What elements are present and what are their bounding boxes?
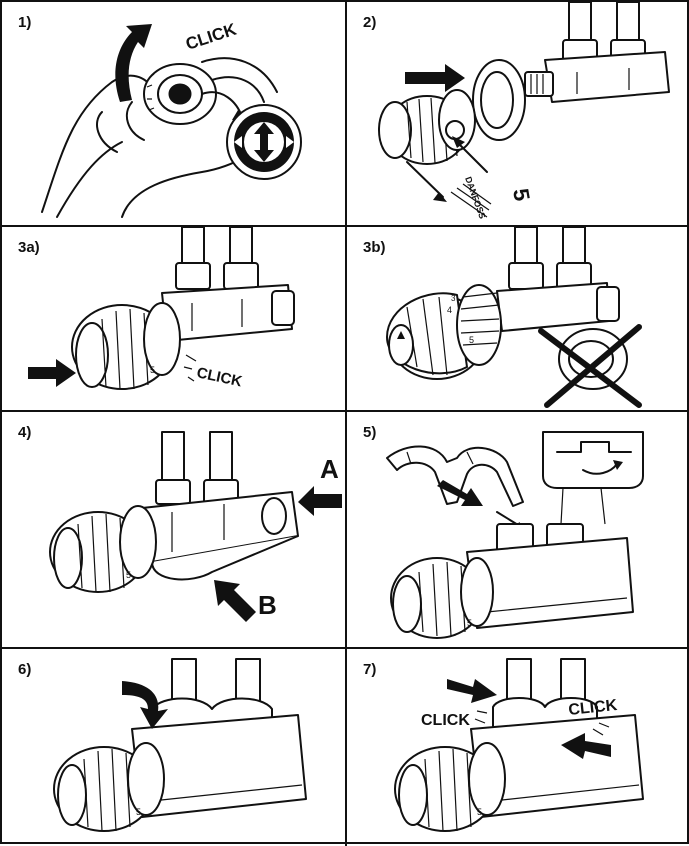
step-label: 3b)	[363, 239, 386, 256]
column-divider	[345, 2, 347, 846]
click-text: CLICK	[195, 364, 244, 390]
push-arrow-icon	[447, 679, 497, 703]
svg-text:5: 5	[136, 807, 141, 817]
step-6-illustration: 5	[53, 658, 307, 832]
step-label: 6)	[18, 661, 32, 678]
step-label: 1)	[18, 14, 32, 31]
svg-text:5: 5	[469, 335, 474, 345]
panel-step-1: 1) CLICK	[2, 2, 345, 225]
curved-arrow-icon	[122, 681, 168, 729]
push-arrow-icon	[28, 359, 76, 387]
panel-step-4: 4) 5 A B	[2, 412, 345, 647]
click-text: CLICK	[568, 697, 619, 719]
arrow-a-icon	[298, 486, 342, 516]
step-3b-illustration: 4 5 3	[386, 226, 642, 408]
push-arrow-icon	[405, 64, 465, 92]
step-label: 2)	[363, 14, 377, 31]
row-divider-3	[2, 647, 689, 649]
svg-text:5: 5	[467, 618, 472, 628]
step-4-illustration: 5 A B	[49, 431, 342, 622]
svg-text:4: 4	[447, 305, 452, 315]
panel-step-5: 5) 5	[347, 412, 689, 647]
valve-body-icon	[544, 51, 670, 103]
rotate-arrow-icon	[115, 24, 152, 102]
label-a: A	[320, 454, 339, 484]
svg-text:5: 5	[126, 570, 131, 580]
label-b: B	[258, 590, 277, 620]
panel-step-6: 6) 5	[2, 649, 345, 846]
step-1-illustration: CLICK	[41, 19, 302, 218]
row-divider-2	[2, 410, 689, 412]
step-label: 4)	[18, 424, 32, 441]
row-divider-1	[2, 225, 689, 227]
part-number-text: 5	[508, 187, 535, 203]
step-2-illustration: 5 DANFOSS	[378, 1, 670, 220]
step-3a-illustration: 5 CLICK	[28, 226, 295, 390]
valve-body-icon	[496, 282, 610, 332]
click-text: CLICK	[183, 19, 239, 53]
zoom-callout-icon	[542, 431, 644, 489]
arrow-b-icon	[214, 580, 256, 622]
svg-text:3: 3	[451, 294, 456, 303]
brand-text: DANFOSS	[463, 175, 487, 220]
panel-step-2: 2)	[347, 1, 689, 225]
svg-text:5: 5	[150, 365, 155, 375]
step-5-illustration: 5	[386, 431, 644, 639]
panel-step-3a: 3a) 5 CLICK	[2, 226, 345, 410]
push-arrow-icon	[561, 733, 611, 759]
panel-step-7: 7) 5 CLICK CLICK	[347, 649, 689, 846]
click-text: CLICK	[421, 712, 470, 729]
insert-arrow-icon	[437, 480, 483, 506]
panel-step-3b: 3b) 4 5 3	[347, 226, 689, 410]
step-label: 7)	[363, 661, 377, 678]
step-label: 3a)	[18, 239, 40, 256]
svg-text:5: 5	[477, 807, 482, 817]
updown-arrow-icon	[254, 122, 274, 162]
step-label: 5)	[363, 424, 377, 441]
clip-piece-icon	[386, 445, 524, 507]
step-7-illustration: 5 CLICK CLICK	[394, 658, 644, 832]
